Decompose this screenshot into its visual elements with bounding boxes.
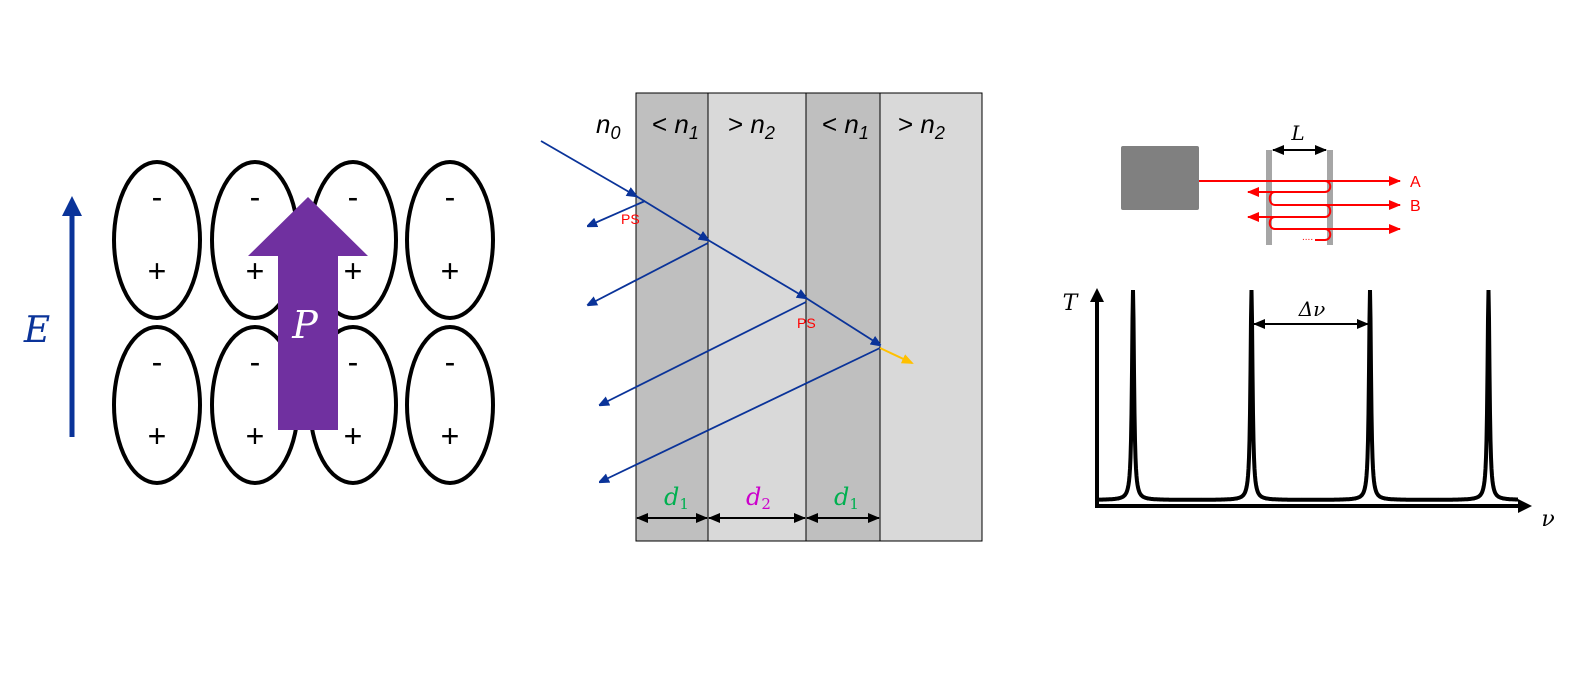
refracted-ray (635, 195, 708, 240)
multilayer-panel: n0 < n1 > n2 < n1 > n2 PS PS d1 d2 d1 (540, 92, 983, 542)
plus-sign: + (441, 253, 460, 289)
minus-sign: - (152, 179, 163, 215)
reflected-ray (588, 200, 646, 226)
field-label: E (23, 310, 50, 351)
plus-sign: + (246, 418, 265, 454)
dipole (405, 325, 495, 485)
minus-sign: - (250, 344, 261, 380)
dipole-grid: - + - + - + - + - + - + - + - + (112, 160, 495, 485)
beam-c (1268, 216, 1401, 234)
thickness-label-d1: d1 (664, 483, 689, 513)
fabry-perot-panel: L .... A B T ν Δν (1063, 121, 1555, 532)
minus-sign: - (445, 344, 456, 380)
thickness-label-d2: d2 (746, 483, 771, 513)
minus-sign: - (348, 344, 359, 380)
beam-paths (1199, 176, 1401, 241)
phase-shift-label: PS (621, 211, 640, 227)
layer-label-n0: n0 (596, 109, 620, 143)
reflected-ray (600, 347, 881, 482)
more-reflections: .... (1302, 232, 1313, 243)
plus-sign: + (344, 418, 363, 454)
dipole (112, 325, 202, 485)
y-axis-arrow (1090, 288, 1104, 302)
refracted-ray (805, 297, 880, 345)
layer-label: > n2 (898, 109, 945, 143)
light-source (1121, 146, 1199, 210)
y-axis-label: T (1063, 291, 1080, 316)
reflected-ray (600, 301, 807, 405)
dipole (405, 160, 495, 320)
layer-n2 (707, 92, 807, 542)
refracted-ray (707, 239, 806, 298)
layer-label: < n1 (822, 109, 869, 143)
dipole (112, 160, 202, 320)
layer-n1 (805, 92, 881, 542)
plus-sign: + (344, 253, 363, 289)
thickness-label-d1: d1 (834, 483, 859, 513)
x-axis-arrow (1518, 499, 1532, 513)
free-spectral-range-label: Δν (1298, 297, 1326, 321)
plus-sign: + (148, 418, 167, 454)
plus-sign: + (246, 253, 265, 289)
minus-sign: - (445, 179, 456, 215)
polarization-arrow (248, 197, 368, 430)
mirror-right (1327, 150, 1333, 245)
beam-label-b: B (1410, 198, 1421, 215)
minus-sign: - (250, 179, 261, 215)
plus-sign: + (148, 253, 167, 289)
beam-b (1268, 191, 1401, 210)
layer-label: > n2 (728, 109, 775, 143)
minus-sign: - (348, 179, 359, 215)
field-arrow-head (62, 196, 82, 216)
layer-n2 (879, 92, 983, 542)
x-axis-label: ν (1541, 507, 1554, 532)
rays (540, 140, 881, 482)
transmission-curve (1099, 289, 1518, 502)
internal-reflection (1270, 204, 1332, 218)
minus-sign: - (152, 344, 163, 380)
layer-label: < n1 (652, 109, 699, 143)
layer-n1 (635, 92, 709, 542)
plus-sign: + (441, 418, 460, 454)
polarization-label: P (291, 303, 319, 347)
reflected-ray (588, 242, 709, 305)
internal-reflection (1270, 180, 1332, 193)
transmitted-ray (879, 347, 914, 364)
internal-reflection (1315, 228, 1332, 241)
cavity-length-label: L (1290, 121, 1304, 145)
polarization-panel: E - + - + - + - + - + - + - + - + P (23, 160, 495, 485)
beam-label-a: A (1410, 174, 1421, 191)
incident-ray (540, 140, 636, 196)
phase-shift-label: PS (797, 315, 816, 331)
